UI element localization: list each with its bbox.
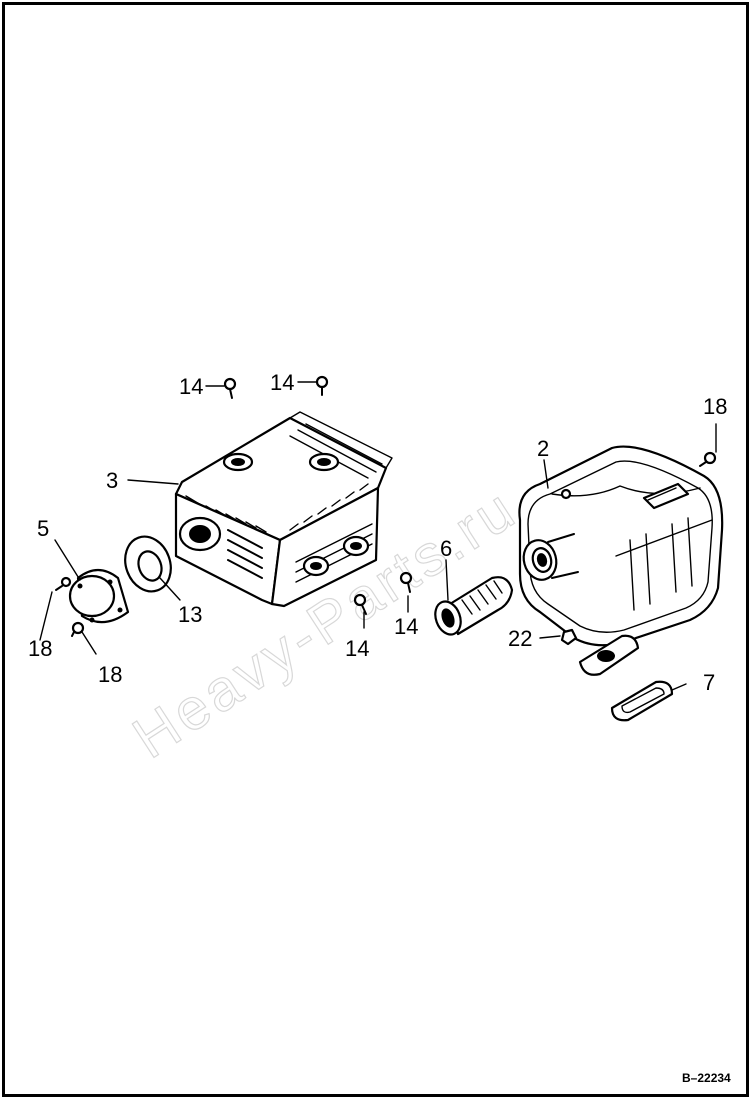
muffler-body-part xyxy=(518,445,724,676)
callout-7: 7 xyxy=(703,670,715,695)
bolt-14d-part xyxy=(399,571,413,593)
bolt-14c-part xyxy=(353,593,367,615)
leader-lines xyxy=(39,381,717,691)
bolt-18a-part xyxy=(55,576,72,591)
bolt-18c-part xyxy=(699,451,717,467)
muffler-cover-part xyxy=(174,411,393,608)
callout-14c: 14 xyxy=(345,636,369,661)
callout-18a: 18 xyxy=(28,636,52,661)
callout-2: 2 xyxy=(537,436,549,461)
bolt-14b-part xyxy=(315,375,329,396)
callout-14a: 14 xyxy=(179,374,203,399)
callout-18b: 18 xyxy=(98,662,122,687)
nut-22-part xyxy=(560,628,578,646)
callout-5: 5 xyxy=(37,516,49,541)
callout-18c: 18 xyxy=(703,394,727,419)
callout-6: 6 xyxy=(440,536,452,561)
callout-3: 3 xyxy=(106,468,118,493)
bolt-18b-part xyxy=(71,621,85,637)
tail-pipe-part xyxy=(434,576,514,636)
callout-13: 13 xyxy=(178,602,202,627)
end-cap-part xyxy=(68,568,130,624)
reference-code: B–22234 xyxy=(682,1071,731,1085)
callout-14b: 14 xyxy=(270,370,294,395)
callout-14d: 14 xyxy=(394,614,418,639)
flange-gasket-part xyxy=(610,680,674,722)
bolt-14a-part xyxy=(223,377,237,399)
callout-22: 22 xyxy=(508,626,532,651)
